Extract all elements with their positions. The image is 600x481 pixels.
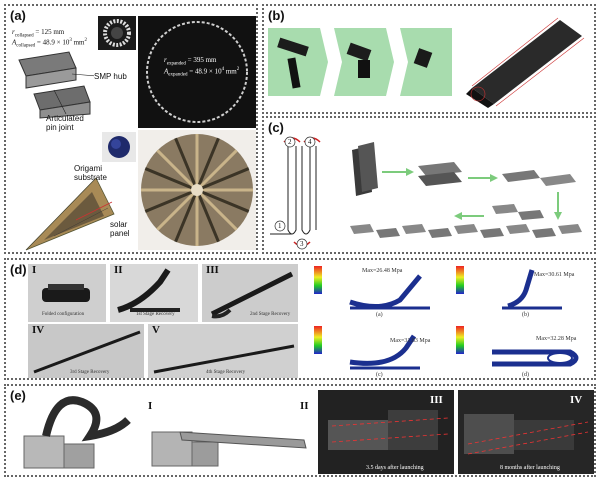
- hinge-test-rig-2: [151, 431, 307, 467]
- fem-sim-b-value: Max=30.61 Mpa: [534, 272, 575, 278]
- fem-sim-c-graphic: [314, 326, 420, 370]
- folding-sequence-graphic: [268, 28, 452, 96]
- articulated-pin-joint-label: Articulated pin joint: [46, 114, 84, 132]
- disc-fold-line: [196, 167, 250, 192]
- stage-photo-4: [28, 324, 144, 378]
- panel-d-label: (d): [10, 262, 27, 277]
- solar-panel-label: solar panel: [110, 220, 130, 238]
- disc-fold-line: [196, 188, 250, 213]
- stage-1-caption: 1st Stage Recovery: [136, 312, 175, 317]
- panel-a: (a) rcollapsed = 125 mm Acollapsed = 48.…: [4, 4, 258, 254]
- panel-a-label: (a): [10, 8, 26, 23]
- fem-sim-a-value: Max=26.48 Mpa: [362, 268, 403, 274]
- fem-sim-b: Max=30.61 Mpa (b): [452, 262, 592, 318]
- collapsed-radius-eq: rcollapsed = 125 mm: [12, 28, 65, 39]
- origami-substrate-graphic: [25, 177, 115, 251]
- expanded-area-eq: Aexpanded = 48.9 × 104 mm2: [164, 67, 240, 78]
- stage-label-5: V: [152, 324, 160, 336]
- stage-label-4: IV: [32, 324, 45, 336]
- disc-fold-line: [156, 188, 199, 231]
- fem-sim-c-caption: (c): [376, 372, 383, 378]
- fem-sim-c-value: Max=31.83 Mpa: [390, 338, 431, 344]
- panel-c-label: (c): [268, 120, 284, 135]
- stage-photo-3: [202, 264, 298, 322]
- disc-fold-line: [144, 188, 198, 213]
- collapsed-area-eq: Acollapsed = 48.9 × 103 mm2: [12, 38, 87, 49]
- folded-origami-photo: [102, 132, 136, 162]
- fold-point-2: 2: [288, 138, 292, 146]
- stage-3-caption: 3rd Stage Recovery: [70, 370, 110, 375]
- stage-2-graphic: [117, 268, 180, 313]
- panel-b: (b): [262, 4, 596, 114]
- fem-sim-d-caption: (d): [522, 372, 529, 378]
- test-label-2: II: [300, 400, 309, 412]
- disc-fold-line: [174, 137, 199, 191]
- test-label-1: I: [148, 400, 153, 412]
- stage-label-2: II: [114, 264, 123, 276]
- fem-sim-c: Max=31.83 Mpa (c): [310, 322, 446, 378]
- panel-d: (d) I Folded configuration II 1st Stage …: [4, 258, 596, 380]
- fem-sim-d: Max=32.28 Mpa (d): [452, 322, 592, 378]
- orbit-photo-3-graphic: [328, 410, 449, 450]
- panel-b-label: (b): [268, 8, 285, 23]
- origami-disc-graphic: [141, 134, 253, 246]
- fem-sim-a-graphic: [314, 266, 430, 310]
- panel-e-label: (e): [10, 388, 26, 403]
- fem-sim-d-value: Max=32.28 Mpa: [536, 336, 577, 342]
- folded-boom-graphic: [42, 284, 90, 302]
- hinge-test-rig-1: [23, 396, 131, 469]
- expanded-ring-photo: [138, 16, 256, 128]
- orbit-photo-4-graphic: [464, 414, 589, 455]
- orbit-photo-4: IV 8 months after launching: [458, 390, 594, 474]
- stage-photo-5: [148, 324, 298, 378]
- stage-5-graphic: [153, 344, 295, 374]
- stage-label-3: III: [206, 264, 219, 276]
- disc-fold-line: [174, 189, 199, 243]
- fold-point-3: 3: [300, 240, 304, 248]
- disc-fold-line: [195, 189, 220, 243]
- stage-photo-1: [28, 264, 106, 322]
- disc-fold-line: [156, 149, 199, 192]
- tubular-boom-graphic: [466, 17, 585, 108]
- fold-point-1: 1: [278, 222, 282, 230]
- stage-4-graphic: [33, 330, 141, 374]
- orbit-caption-4: 8 months after launching: [500, 465, 560, 471]
- folded-caption: Folded configuration: [42, 312, 85, 317]
- disc-fold-line: [195, 188, 238, 231]
- collapsed-ring-graphic: [103, 19, 131, 47]
- disc-fold-line: [144, 167, 198, 192]
- origami-disc-photo: [138, 130, 256, 250]
- disc-fold-line: [195, 137, 220, 191]
- panel-e: (e) I II III 3.5 days after launching IV…: [4, 384, 596, 477]
- origami-substrate-label: Origami substrate: [74, 164, 107, 182]
- smp-hub-label: SMP hub: [94, 72, 127, 81]
- disc-hub: [191, 184, 203, 196]
- deployment-sequence-graphic: [350, 142, 582, 238]
- stage-label-1: I: [32, 264, 37, 276]
- folded-origami-graphic: [108, 136, 130, 158]
- hinge-mechanism-graphic: [18, 51, 94, 119]
- orbit-caption-3: 3.5 days after launching: [366, 465, 424, 471]
- expanded-radius-eq: rexpanded = 395 mm: [164, 56, 217, 67]
- orbit-photo-3: III 3.5 days after launching: [318, 390, 454, 474]
- panel-c: (c) 2 4 1 3: [262, 116, 596, 254]
- fem-sim-d-graphic: [456, 326, 579, 367]
- orbit-label-4: IV: [570, 394, 583, 406]
- fem-sim-b-graphic: [456, 266, 562, 310]
- fem-sim-a: Max=26.48 Mpa (a): [310, 262, 446, 318]
- disc-fold-line: [195, 149, 238, 192]
- stage-photo-2: [110, 264, 198, 322]
- stage-3-graphic: [210, 271, 294, 319]
- fold-point-4: 4: [308, 138, 312, 146]
- boom-fold-schematic: [270, 136, 321, 250]
- collapsed-ring-photo: [98, 16, 136, 50]
- fem-sim-a-caption: (a): [376, 312, 383, 318]
- fem-sim-b-caption: (b): [522, 312, 529, 318]
- stage-2-caption: 2nd Stage Recovery: [250, 312, 291, 317]
- orbit-label-3: III: [430, 394, 443, 406]
- stage-4-caption: 4th Stage Recovery: [206, 370, 246, 375]
- expanded-ring-graphic: [146, 21, 248, 123]
